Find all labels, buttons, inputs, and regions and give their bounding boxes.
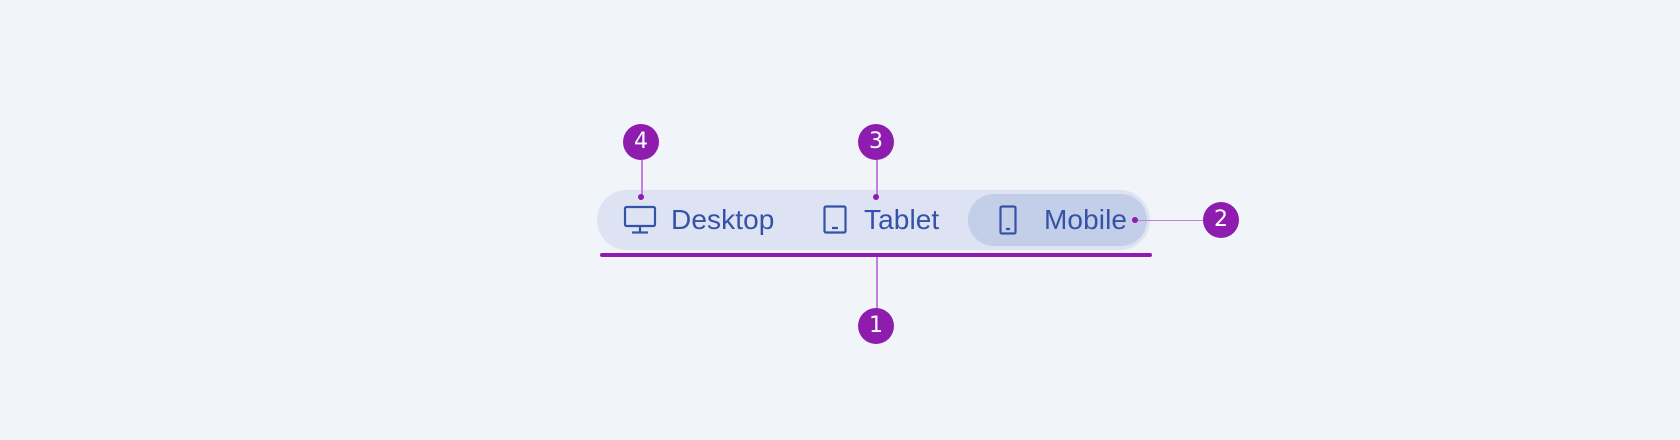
callout-2-anchor-dot	[1132, 217, 1138, 223]
mobile-phone-icon	[998, 205, 1018, 235]
callout-badge-3: 3	[858, 124, 894, 160]
callout-3-leader	[876, 158, 878, 196]
segment-tablet-label: Tablet	[864, 204, 940, 235]
segment-desktop-label: Desktop	[671, 204, 775, 235]
active-underline	[600, 253, 1152, 257]
callout-2-leader	[1135, 219, 1205, 221]
desktop-monitor-icon	[623, 205, 657, 235]
device-segmented-control: Desktop Tablet Mobile	[597, 190, 1150, 250]
callout-badge-2: 2	[1203, 202, 1239, 238]
callout-1-leader	[876, 257, 878, 310]
callout-4-leader	[641, 158, 643, 196]
callout-badge-4: 4	[623, 124, 659, 160]
callout-4-anchor-dot	[638, 194, 644, 200]
segment-mobile-label: Mobile	[1044, 204, 1128, 235]
tablet-icon	[822, 205, 848, 235]
callout-badge-1: 1	[858, 308, 894, 344]
callout-3-anchor-dot	[873, 194, 879, 200]
segment-mobile-selected[interactable]: Mobile	[968, 194, 1147, 246]
segment-tablet[interactable]: Tablet	[822, 194, 962, 246]
segment-desktop[interactable]: Desktop	[623, 194, 783, 246]
